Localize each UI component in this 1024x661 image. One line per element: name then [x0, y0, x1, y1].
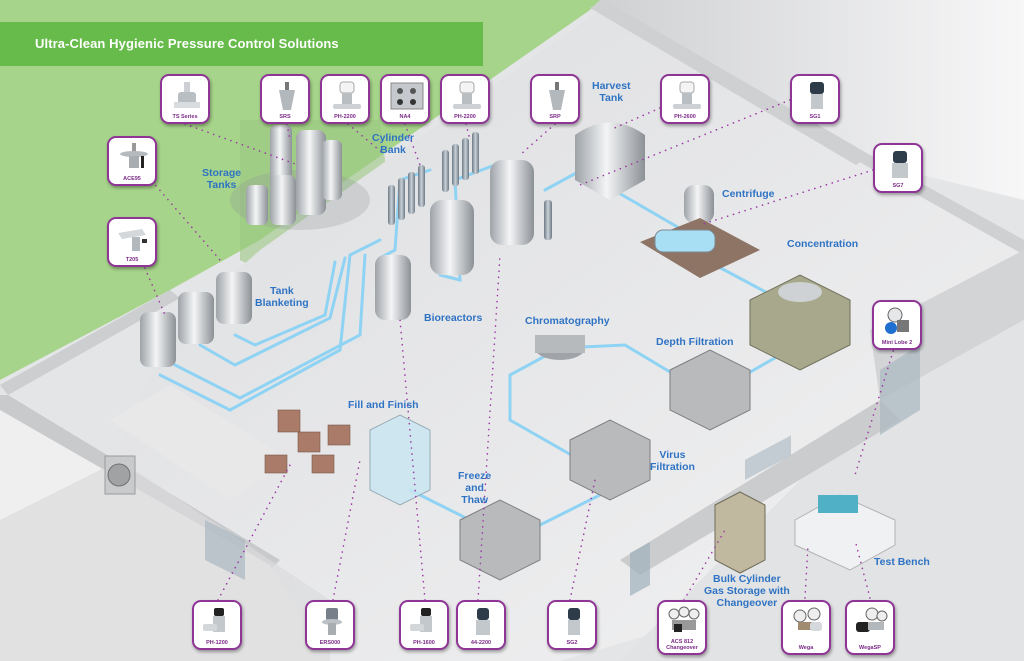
product-label: SG2	[566, 640, 578, 646]
product-card-ph-1600[interactable]: PH-1600	[399, 600, 449, 650]
regulator-white-knob-icon	[453, 81, 481, 109]
regulator-steel-icon	[279, 82, 295, 110]
gauge-regulator-blue-icon	[885, 307, 909, 334]
product-label: T205	[125, 257, 139, 263]
product-label: ACE95	[123, 176, 141, 182]
area-label-bulk-cylinder-gas-storage: Bulk Cylinder Gas Storage with Changeove…	[704, 573, 790, 609]
product-card-ph-2200[interactable]: PH-2200	[320, 74, 370, 124]
regulator-dark-knob-icon	[410, 608, 432, 632]
product-label: PH-1600	[413, 640, 435, 646]
gauge-regulator-icon	[793, 607, 822, 631]
tank-vent-valve-icon	[118, 229, 147, 251]
regulator-white-knob-icon	[673, 81, 701, 109]
product-label: SG7	[892, 183, 904, 189]
area-label-centrifuge: Centrifuge	[722, 188, 775, 200]
product-card-wega-sp[interactable]: WegaSP	[845, 600, 895, 655]
product-label: WegaSP	[859, 645, 881, 651]
regulator-dark-knob-icon	[476, 608, 490, 635]
area-label-fill-and-finish: Fill and Finish	[348, 399, 419, 411]
area-label-storage-tanks: Storage Tanks	[202, 167, 242, 191]
product-card-na4[interactable]: NA4	[380, 74, 430, 124]
product-label: Mini Lobe 2	[881, 340, 913, 346]
product-card-mini-lobe-2[interactable]: Mini Lobe 2	[872, 300, 922, 350]
area-label-test-bench: Test Bench	[874, 556, 930, 568]
product-card-ph-2200[interactable]: PH-2200	[440, 74, 490, 124]
page-title-banner: Ultra-Clean Hygienic Pressure Control So…	[0, 22, 483, 66]
product-card-sg7[interactable]: SG7	[873, 143, 923, 193]
product-label: Wega	[798, 645, 814, 651]
product-card-44-2200[interactable]: 44-2200	[456, 600, 506, 650]
product-label: TS Series	[172, 114, 198, 120]
regulator-dark-knob-icon	[810, 82, 824, 109]
product-card-wega[interactable]: Wega	[781, 600, 831, 655]
product-card-srs[interactable]: SRS	[260, 74, 310, 124]
area-label-depth-filtration: Depth Filtration	[656, 336, 734, 348]
tank-blanketing-valve-icon	[120, 143, 148, 168]
regulator-white-body-icon	[174, 82, 200, 108]
area-label-chromatography: Chromatography	[525, 315, 610, 327]
product-label: ERS000	[319, 640, 341, 646]
product-card-ers000[interactable]: ERS000	[305, 600, 355, 650]
product-label: PH-2200	[334, 114, 356, 120]
product-label: NA4	[399, 114, 411, 120]
product-label: 44-2200	[470, 640, 492, 646]
area-label-virus-filtration: Virus Filtration	[650, 449, 695, 473]
product-card-acs-812[interactable]: ACS 812 Changeover	[657, 600, 707, 655]
product-label: PH-1200	[206, 640, 228, 646]
regulator-dark-knob-icon	[203, 608, 225, 632]
product-card-t205[interactable]: T205	[107, 217, 157, 267]
area-label-cylinder-bank: Cylinder Bank	[372, 132, 415, 156]
product-card-ace95[interactable]: ACE95	[107, 136, 157, 186]
area-label-freeze-and-thaw: Freeze and Thaw	[458, 470, 492, 506]
product-card-ts-series[interactable]: TS Series	[160, 74, 210, 124]
regulator-white-knob-icon	[333, 81, 361, 109]
product-label: PH-2600	[674, 114, 696, 120]
changeover-manifold-icon	[668, 606, 700, 632]
area-label-bioreactors: Bioreactors	[424, 312, 483, 324]
product-label: PH-2200	[454, 114, 476, 120]
area-label-concentration: Concentration	[787, 238, 859, 250]
regulator-dark-knob-icon	[892, 151, 908, 178]
area-label-harvest-tank: Harvest Tank	[592, 80, 631, 104]
area-label-tank-blanketing: Tank Blanketing	[255, 285, 309, 309]
product-card-ph-2600[interactable]: PH-2600	[660, 74, 710, 124]
product-card-srp[interactable]: SRP	[530, 74, 580, 124]
product-label: SRS	[279, 114, 291, 120]
product-card-ph-1200[interactable]: PH-1200	[192, 600, 242, 650]
product-card-sg2[interactable]: SG2	[547, 600, 597, 650]
gauge-regulator-dark-icon	[856, 607, 888, 632]
gas-panel-icon	[390, 82, 424, 110]
regulator-grey-knob-icon	[322, 608, 342, 635]
regulator-steel-icon	[549, 82, 565, 110]
product-label: SRP	[549, 114, 561, 120]
product-card-sg1[interactable]: SG1	[790, 74, 840, 124]
product-label: SG1	[809, 114, 821, 120]
product-label: ACS 812 Changeover	[666, 639, 698, 651]
regulator-dark-knob-icon	[568, 608, 580, 635]
storage-tanks-art	[246, 125, 342, 225]
